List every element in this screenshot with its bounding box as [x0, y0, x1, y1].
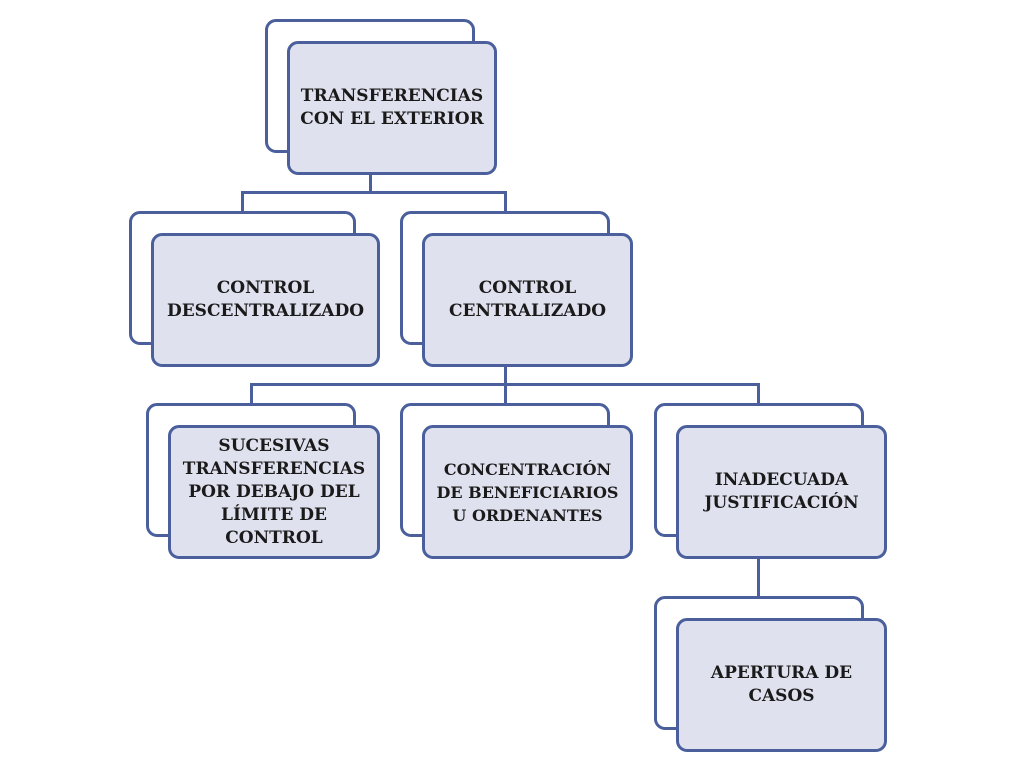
connector-to-centralizado — [504, 191, 507, 213]
connector-inadecuada-to-apertura — [757, 557, 760, 598]
node-control-descentralizado[interactable]: CONTROL DESCENTRALIZADO — [151, 233, 380, 367]
node-transferencias-exterior[interactable]: TRANSFERENCIAS CON EL EXTERIOR — [287, 41, 497, 175]
node-control-centralizado[interactable]: CONTROL CENTRALIZADO — [422, 233, 633, 367]
node-label: INADECUADA JUSTIFICACIÓN — [704, 470, 859, 513]
node-inadecuada-justificacion[interactable]: INADECUADA JUSTIFICACIÓN — [676, 425, 887, 559]
node-label: SUCESIVAS TRANSFERENCIAS POR DEBAJO DEL … — [182, 435, 366, 548]
node-label: CONTROL CENTRALIZADO — [448, 278, 607, 321]
node-concentracion-beneficiarios[interactable]: CONCENTRACIÓN DE BENEFICIARIOS U ORDENAN… — [422, 425, 633, 559]
connector-centralizado-down — [504, 365, 507, 385]
connector-to-concentracion — [504, 383, 507, 405]
node-label: APERTURA DE CASOS — [710, 663, 853, 706]
node-sucesivas-transferencias[interactable]: SUCESIVAS TRANSFERENCIAS POR DEBAJO DEL … — [168, 425, 380, 559]
connector-level1-horizontal — [241, 191, 507, 194]
node-label: CONCENTRACIÓN DE BENEFICIARIOS U ORDENAN… — [436, 459, 619, 525]
node-label: CONTROL DESCENTRALIZADO — [166, 278, 365, 321]
connector-root-down — [369, 173, 372, 193]
node-label: TRANSFERENCIAS CON EL EXTERIOR — [300, 86, 484, 129]
connector-to-sucesivas — [250, 383, 253, 405]
node-apertura-casos[interactable]: APERTURA DE CASOS — [676, 618, 887, 752]
connector-to-descentralizado — [241, 191, 244, 213]
connector-to-inadecuada — [757, 383, 760, 405]
